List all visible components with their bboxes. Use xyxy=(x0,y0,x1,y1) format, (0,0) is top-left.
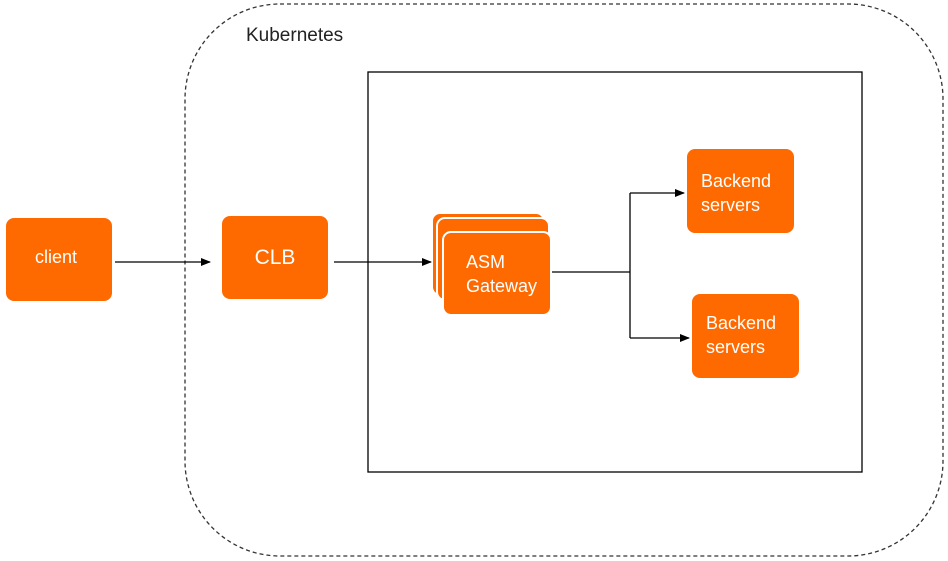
gateway-label: ASM Gateway xyxy=(466,252,537,296)
clb-label: CLB xyxy=(255,246,296,269)
backend-servers-top-node: Backend servers xyxy=(687,149,794,233)
backend-top-label: Backend servers xyxy=(701,171,776,215)
gateway-stack-front xyxy=(442,231,552,316)
kubernetes-cluster-boundary xyxy=(184,3,944,557)
clb-node: CLB xyxy=(222,216,328,299)
asm-gateway-node: ASM Gateway xyxy=(431,212,552,316)
service-mesh-boundary xyxy=(367,71,863,473)
kubernetes-cluster-label: Kubernetes xyxy=(246,25,343,46)
client-label: client xyxy=(35,247,77,267)
backend-bottom-label: Backend servers xyxy=(706,313,781,357)
client-node: client xyxy=(6,218,112,301)
backend-servers-bottom-node: Backend servers xyxy=(692,294,799,378)
